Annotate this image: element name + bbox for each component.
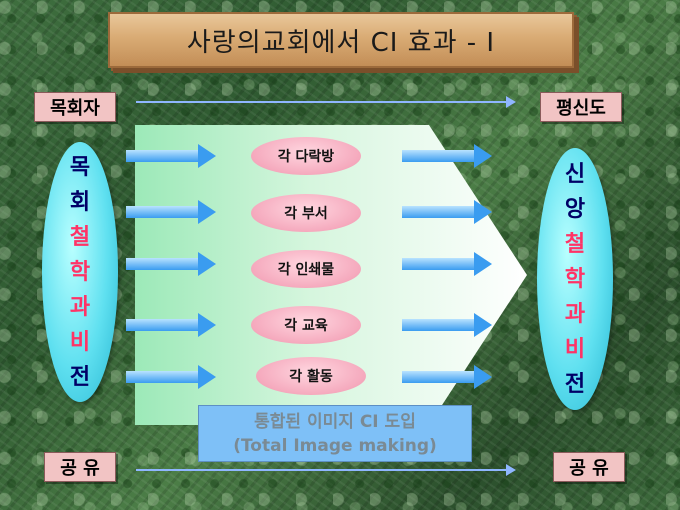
item-education: 각 교육 [251,306,361,344]
item-printed-material: 각 인쇄물 [251,250,361,288]
total-image-banner: 통합된 이미지 CI 도입 (Total Image making) [198,405,472,462]
right-char: 비 [564,336,586,362]
right-vision-oval [537,148,613,410]
top-connector-arrow [136,96,516,108]
right-char: 신 [564,161,586,187]
left-char: 회 [69,189,91,215]
right-char: 과 [564,301,586,327]
left-char: 철 [69,224,91,250]
right-vision-text: 신 앙 철 학 과 비 전 [537,148,613,410]
left-char: 목 [69,154,91,180]
right-char: 철 [564,231,586,257]
laity-label: 평신도 [540,92,622,122]
item-department: 각 부서 [251,194,361,232]
right-char: 앙 [564,196,586,222]
left-char: 과 [69,294,91,320]
item-small-group: 각 다락방 [251,137,361,175]
left-char: 학 [69,259,91,285]
share-label-right: 공 유 [553,452,625,482]
item-activity: 각 활동 [256,357,366,395]
share-label-left: 공 유 [44,452,116,482]
right-char: 전 [564,371,586,397]
pastor-label: 목회자 [34,92,116,122]
banner-line-2: (Total Image making) [233,435,437,456]
left-char: 비 [69,329,91,355]
left-vision-text: 목 회 철 학 과 비 전 [42,142,118,402]
slide-title: 사랑의교회에서 CI 효과 - I [108,12,574,68]
banner-line-1: 통합된 이미지 CI 도입 [254,411,416,432]
right-char: 학 [564,266,586,292]
bottom-connector-arrow [136,464,516,476]
left-vision-oval [42,142,118,402]
left-char: 전 [69,364,91,390]
